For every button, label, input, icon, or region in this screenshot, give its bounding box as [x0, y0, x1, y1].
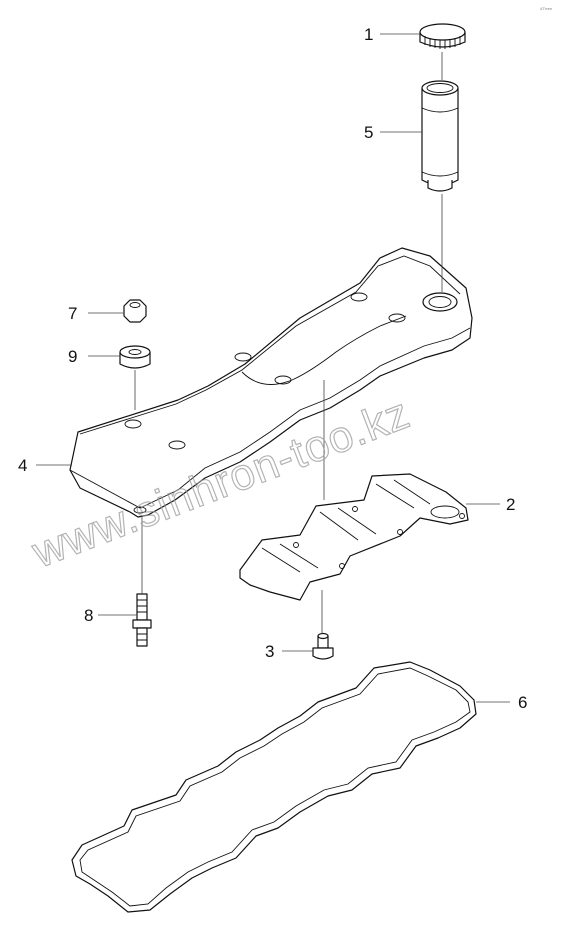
- callout-6: 6: [518, 693, 527, 712]
- callout-3: 3: [265, 642, 274, 661]
- part-rubber-grommet: [119, 345, 151, 369]
- part-bolt: [312, 632, 334, 660]
- callout-8: 8: [84, 606, 93, 625]
- part-baffle-plate: [239, 473, 469, 601]
- corner-tag: 47'mm: [540, 6, 553, 11]
- callout-5: 5: [364, 123, 373, 142]
- callout-2: 2: [506, 495, 515, 514]
- leader-lines: [36, 33, 510, 703]
- part-cylinder-head-cover: [69, 247, 473, 518]
- callout-1: 1: [364, 25, 373, 44]
- part-stud: [132, 593, 152, 647]
- callout-numbers: 1 2 3 4 5 6 7 8 9: [18, 25, 527, 712]
- part-nut: [123, 299, 147, 323]
- callout-7: 7: [68, 304, 77, 323]
- part-oil-filler-tube: [421, 80, 459, 192]
- callout-9: 9: [68, 347, 77, 366]
- part-filler-cap: [419, 23, 466, 49]
- part-cover-gasket: [71, 661, 477, 913]
- callout-4: 4: [18, 456, 27, 475]
